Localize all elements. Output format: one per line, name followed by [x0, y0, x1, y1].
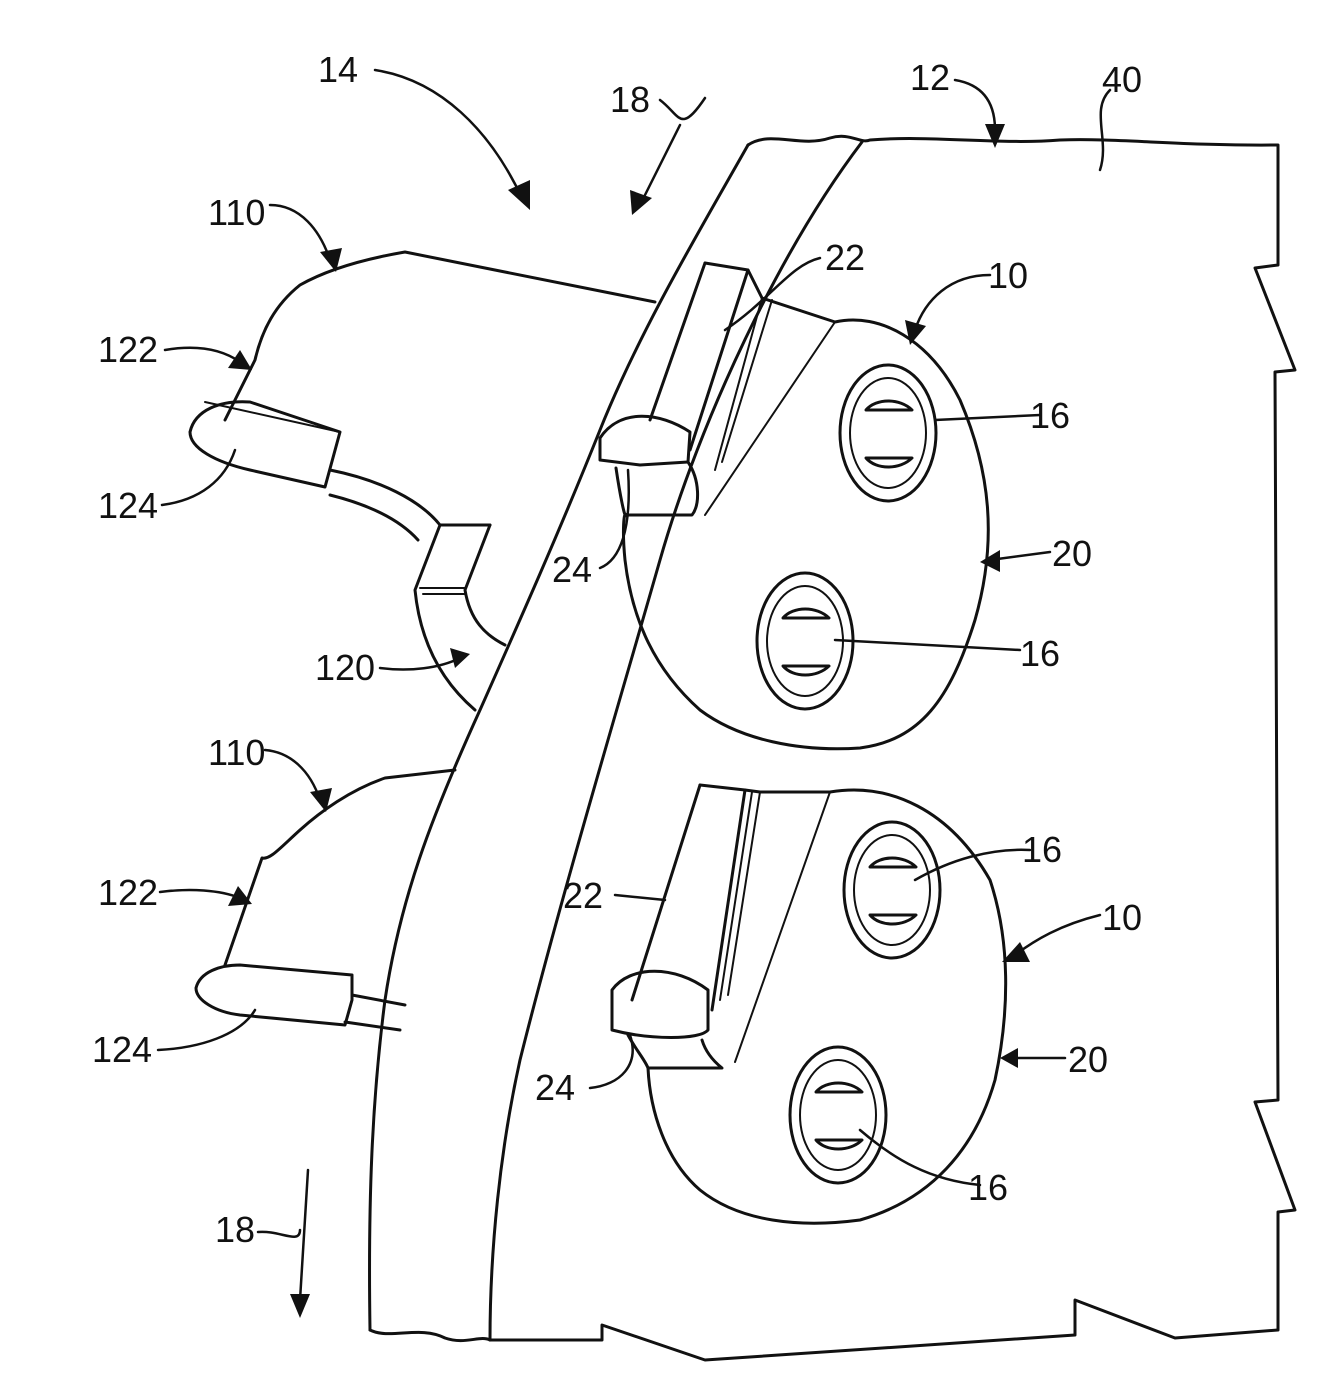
- lower-part-top: [190, 252, 655, 710]
- upper-part-top: [600, 263, 988, 749]
- label-body-bottom: 20: [1068, 1039, 1108, 1080]
- label-surface: 40: [1102, 59, 1142, 100]
- label-hinge-top: 24: [552, 549, 592, 590]
- label-ridge-bottom: 22: [563, 875, 603, 916]
- label-arm-top: 122: [98, 329, 158, 370]
- label-plate: 12: [910, 57, 950, 98]
- label-fastener-3: 16: [1022, 829, 1062, 870]
- leader-lines: [158, 70, 1110, 1318]
- label-upper-part-top: 10: [988, 255, 1028, 296]
- label-arm-bottom: 122: [98, 872, 158, 913]
- label-recess: 120: [315, 647, 375, 688]
- label-direction-top: 18: [610, 79, 650, 120]
- label-upper-part-bottom: 10: [1102, 897, 1142, 938]
- label-fastener-2: 16: [1020, 633, 1060, 674]
- label-ridge-top: 22: [825, 237, 865, 278]
- upper-part-bottom: [612, 785, 1006, 1223]
- label-hinge-bottom: 24: [535, 1067, 575, 1108]
- label-lower-part-bottom: 110: [208, 732, 265, 773]
- label-direction-bottom: 18: [215, 1209, 255, 1250]
- reference-labels: 14 18 12 40 110 22 10 122 16 124 20 24 1…: [92, 49, 1142, 1250]
- label-lower-part-top: 110: [208, 192, 265, 233]
- label-tab-top: 124: [98, 485, 158, 526]
- label-tab-bottom: 124: [92, 1029, 152, 1070]
- label-fastener-4: 16: [968, 1167, 1008, 1208]
- label-assembly: 14: [318, 49, 358, 90]
- label-body-top: 20: [1052, 533, 1092, 574]
- label-fastener-1: 16: [1030, 395, 1070, 436]
